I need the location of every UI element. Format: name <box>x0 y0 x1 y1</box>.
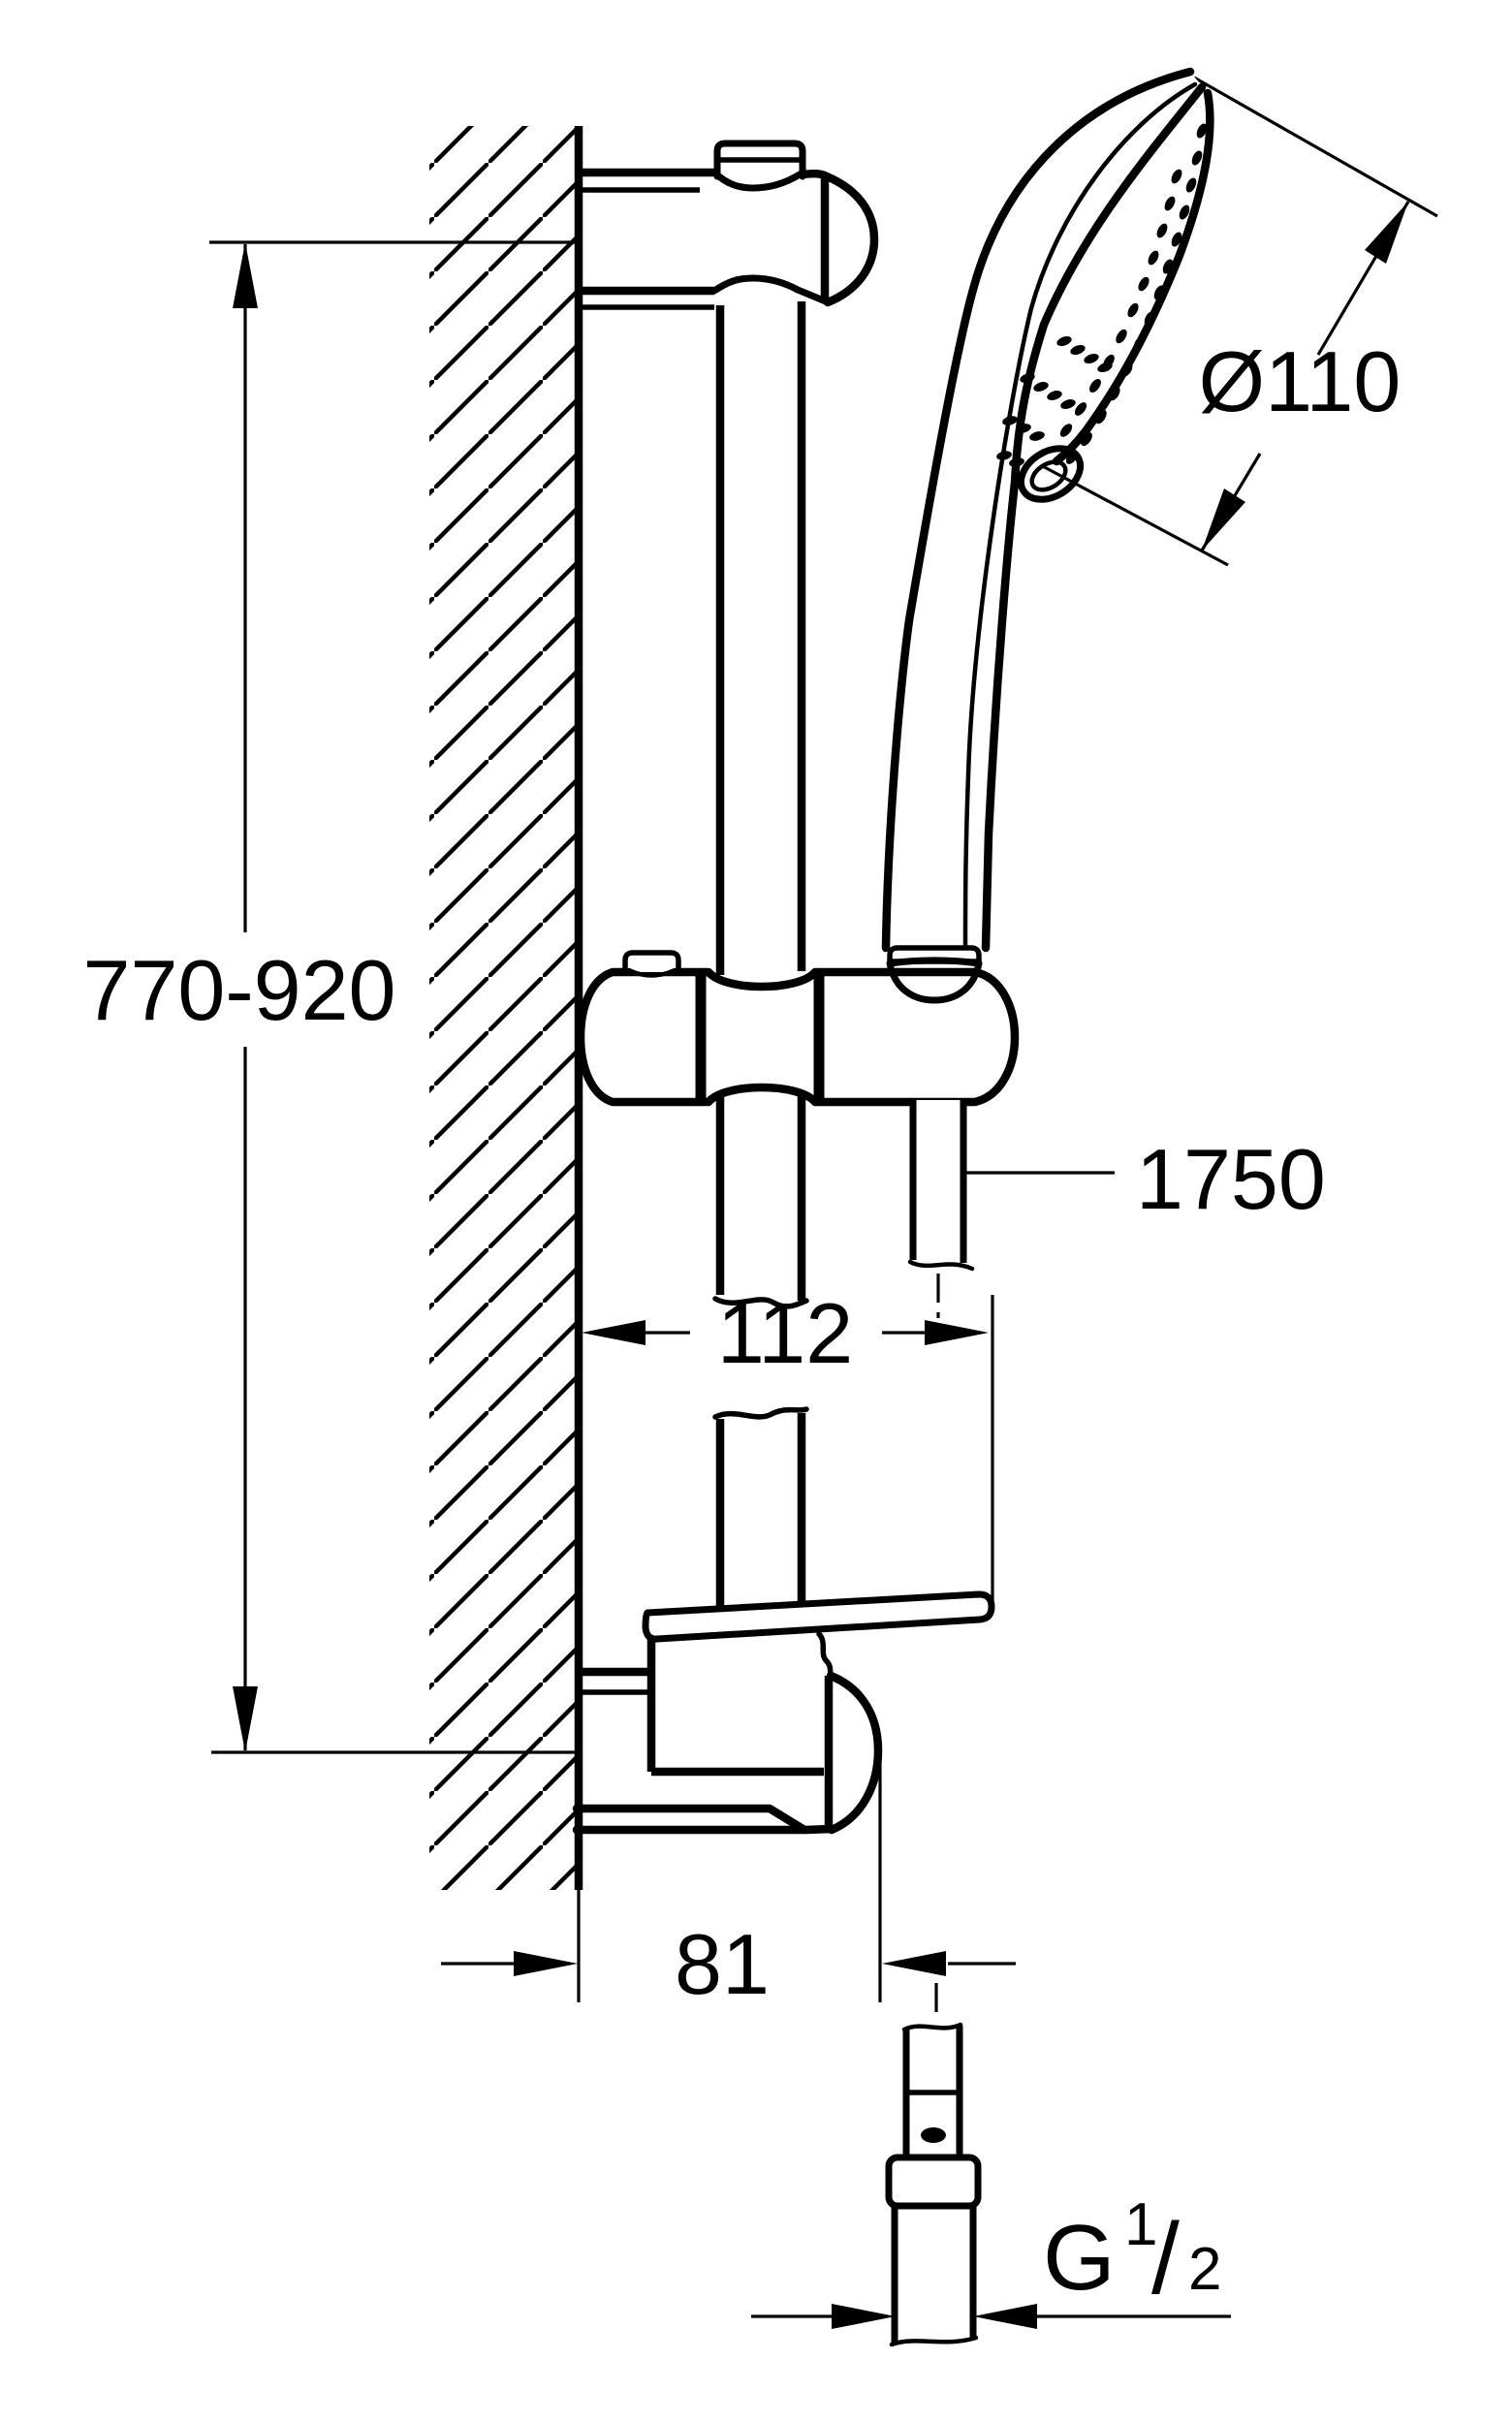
thread-slash-label: / <box>1151 2203 1180 2315</box>
hose-fill <box>916 1100 961 1263</box>
thread-numerator-label: 1 <box>1124 2191 1157 2258</box>
rail-lower-segment <box>715 1413 806 1612</box>
slider-assembly <box>576 950 1020 1107</box>
dim-hose-length: 1750 <box>965 1131 1326 1227</box>
hose-edges <box>909 1099 967 1263</box>
bottom-edge <box>572 1824 836 1835</box>
arrow-inward-right-icon <box>832 2304 896 2329</box>
bracket-depth-label: 81 <box>675 1916 770 2012</box>
rail-break-line-upper <box>712 1406 809 1420</box>
dim-rail-height: 770-920 <box>83 240 575 1754</box>
hand-shower <box>881 67 1214 1004</box>
rail-middle-segment <box>715 1091 806 1301</box>
rail-top-screw-cap <box>713 140 806 180</box>
wall-hatching <box>429 126 575 1890</box>
thread-g-label: G <box>1043 2206 1116 2310</box>
rail-break-line-lower <box>712 1296 809 1309</box>
cap-arc <box>826 1671 883 1835</box>
dim-head-diameter: Ø110 <box>994 76 1438 567</box>
arrow-left-icon <box>582 1320 646 1345</box>
holder-s-curve <box>816 1631 834 1678</box>
dim-thread: G 1 / 2 <box>751 2191 1231 2329</box>
bracket-top-to-cap <box>798 169 830 180</box>
dim-bracket-depth: 81 <box>441 1754 1016 2012</box>
slider-lock-knob-detail <box>626 967 677 978</box>
extension-line-upper <box>1193 76 1438 218</box>
knurled-nut <box>885 2154 982 2210</box>
arrow-inward-left-icon <box>973 2304 1037 2329</box>
bracket-top-saddle <box>710 169 803 192</box>
pivot-cap <box>1017 445 1085 503</box>
slider-lock-knob <box>622 950 681 975</box>
bracket-cap-arc <box>822 172 879 307</box>
top-wall-bracket <box>577 140 879 310</box>
arrow-inward-right-icon <box>514 1951 578 1976</box>
soap-dish <box>642 1590 995 1643</box>
shower-hose <box>907 1099 975 1322</box>
hand-shower-silhouette <box>886 72 1211 948</box>
connector-break-line-bottom <box>889 2335 979 2347</box>
slider-body <box>576 967 1020 1107</box>
thread-denominator-label: 2 <box>1188 2236 1221 2303</box>
bottom-front-edge <box>572 1804 809 1835</box>
dim-dish-offset: 112 <box>582 1285 994 1601</box>
bottom-wall-bracket <box>572 1631 883 1835</box>
head-diameter-label: Ø110 <box>1199 333 1402 429</box>
handle-back-edge <box>881 67 1195 953</box>
hose-nut-knurled <box>886 957 983 1004</box>
spray-nozzles <box>996 123 1208 467</box>
rail-upper-segment <box>715 301 806 975</box>
arrow-down-icon <box>233 1686 258 1752</box>
arrow-upper-icon <box>1365 202 1408 264</box>
shower-rail <box>712 301 809 1612</box>
arrow-lower-icon <box>1202 488 1245 551</box>
rail-height-label: 770-920 <box>83 942 396 1038</box>
spray-face-left-edge <box>981 82 1207 953</box>
arrow-right-icon <box>925 1320 989 1345</box>
thread-tube-edges <box>891 2206 977 2344</box>
slider-clamp-bands <box>695 972 825 1102</box>
bracket-bottom-saddle <box>710 274 830 305</box>
wall-section <box>429 126 583 2002</box>
hose-connector <box>885 1983 982 2347</box>
handle-parting-line <box>962 81 1198 949</box>
arrow-inward-left-icon <box>882 1951 946 1976</box>
connector-break-line-top <box>901 2022 963 2032</box>
connector-detail-dot <box>921 2127 946 2143</box>
hose-break-line <box>907 1259 975 1272</box>
hose-length-label: 1750 <box>1136 1131 1326 1227</box>
dish-offset-label: 112 <box>717 1285 853 1381</box>
spray-face-right-edge <box>1052 88 1214 466</box>
arrow-up-icon <box>233 242 258 308</box>
